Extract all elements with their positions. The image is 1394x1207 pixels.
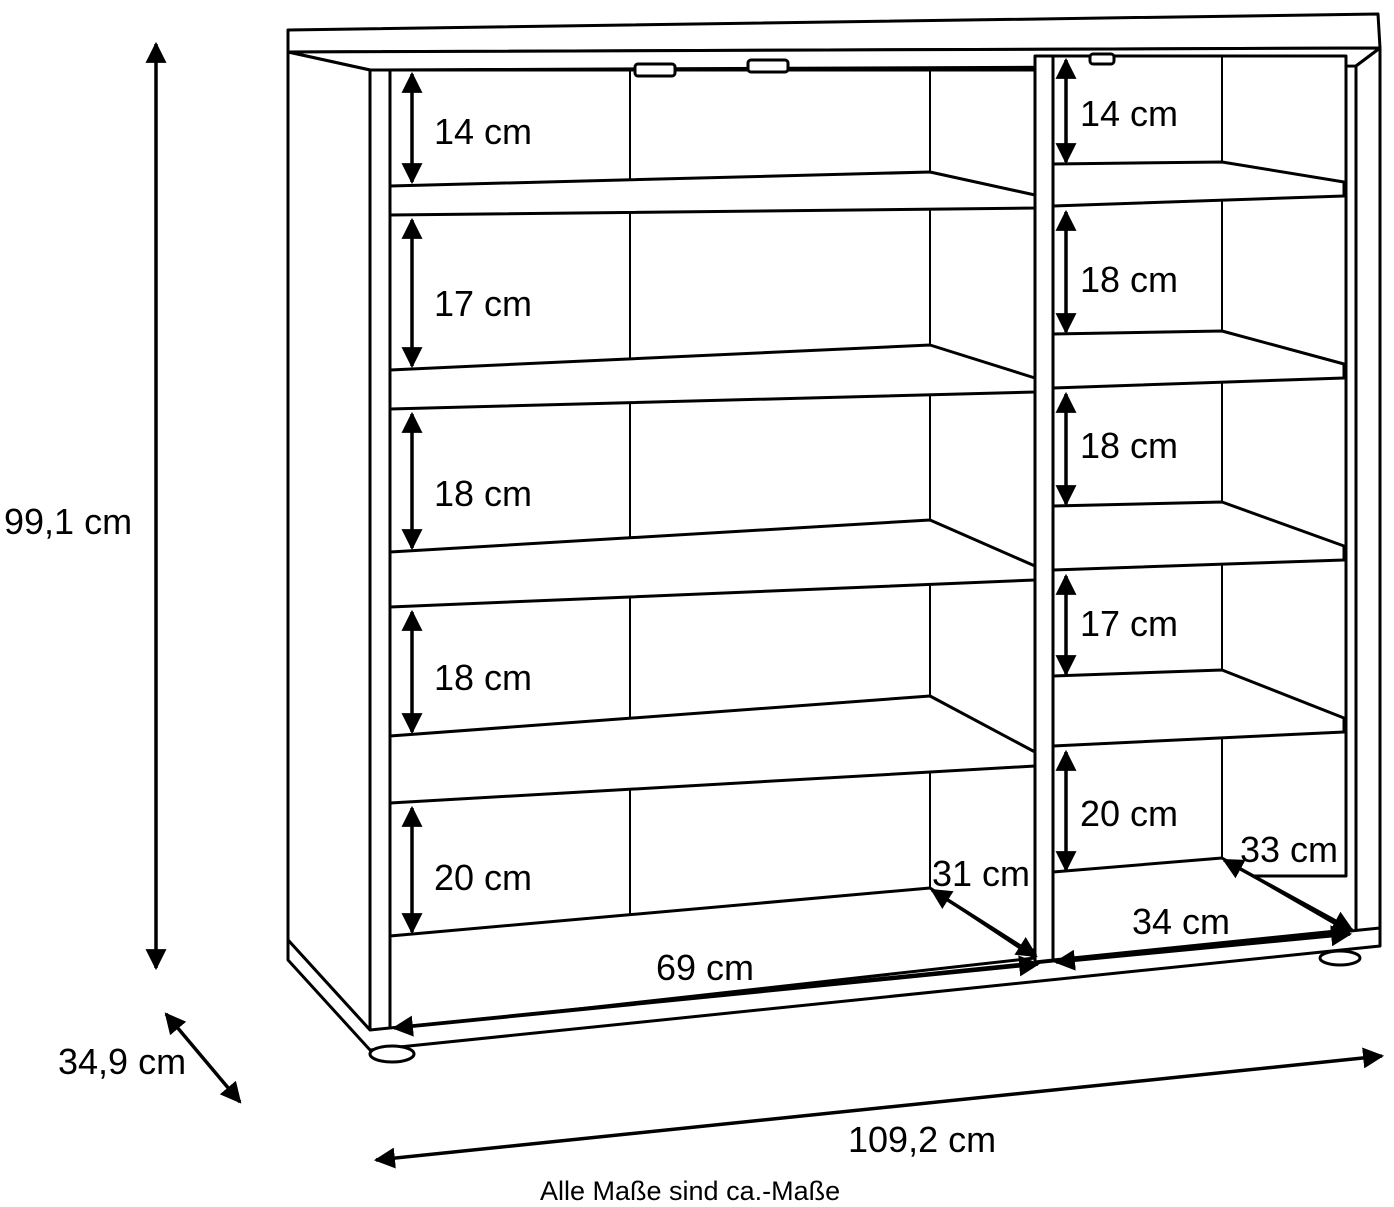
left-shelf-4: [388, 694, 1037, 805]
right-depth-label: 33 cm: [1240, 829, 1338, 870]
left-depth-arrow: [930, 888, 1038, 958]
overall-height-label: 99,1 cm: [4, 501, 132, 542]
left-shelf-1: [388, 170, 1037, 217]
footnote: Alle Maße sind ca.-Maße: [540, 1176, 840, 1206]
wall-bracket-3: [1088, 52, 1116, 66]
right-shelf-4: [1051, 668, 1346, 748]
front-right-foot: [1318, 949, 1362, 967]
left-height-label-4: 18 cm: [434, 657, 532, 698]
overall-depth-label: 34,9 cm: [58, 1041, 186, 1082]
cabinet: [286, 12, 1382, 1064]
overall-width-arrow: [373, 1047, 1385, 1169]
top-board: [286, 12, 1382, 54]
left-width-arrow: [391, 955, 1041, 1037]
right-side-panel: [1354, 46, 1382, 936]
overall-width-label: 109,2 cm: [848, 1119, 996, 1160]
left-height-label-5: 20 cm: [434, 857, 532, 898]
right-height-label-2: 18 cm: [1080, 259, 1178, 300]
right-height-label-4: 17 cm: [1080, 603, 1178, 644]
right-height-label-3: 18 cm: [1080, 425, 1178, 466]
right-height-label-1: 14 cm: [1080, 93, 1178, 134]
front-left-foot: [368, 1044, 416, 1064]
right-width-arrow: [1053, 925, 1353, 971]
left-depth-label: 31 cm: [932, 853, 1030, 894]
left-side-panel: [286, 50, 372, 1032]
left-height-label-2: 17 cm: [434, 283, 532, 324]
left-shelf-3: [388, 518, 1037, 609]
right-width-label: 34 cm: [1132, 901, 1230, 942]
right-shelf-3: [1051, 500, 1346, 572]
center-divider: [1033, 54, 1055, 964]
left-width-label: 69 cm: [656, 947, 754, 988]
left-height-label-1: 14 cm: [434, 111, 532, 152]
right-shelf-1: [1051, 160, 1346, 208]
left-height-label-3: 18 cm: [434, 473, 532, 514]
wall-bracket-1: [633, 62, 677, 78]
right-shelf-2: [1051, 329, 1346, 390]
wall-bracket-2: [746, 58, 790, 74]
right-height-label-5: 20 cm: [1080, 793, 1178, 834]
overall-depth-arrow: [164, 1012, 242, 1104]
left-shelf-2: [388, 343, 1037, 411]
right-depth-arrow: [1222, 858, 1354, 932]
